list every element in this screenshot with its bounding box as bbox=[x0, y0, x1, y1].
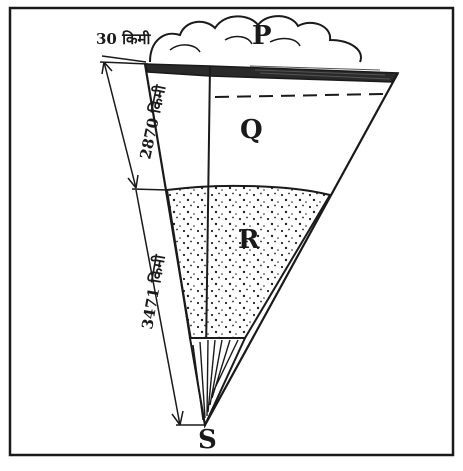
layer-label-r: R bbox=[238, 225, 260, 255]
outer-core-layer bbox=[167, 186, 330, 338]
mantle-dashed-line bbox=[215, 94, 385, 97]
layer-label-s: S bbox=[198, 425, 217, 455]
layer-label-q: Q bbox=[240, 115, 263, 145]
cloud-sketch-inner bbox=[170, 37, 300, 52]
measure-tick-mid bbox=[132, 189, 168, 190]
layer-label-p: P bbox=[252, 21, 272, 51]
outer-core-thickness-label: 3471 किमी bbox=[138, 252, 169, 330]
measure-line-mantle bbox=[104, 62, 136, 188]
measure-tick-top bbox=[100, 62, 148, 64]
mantle-thickness-label: 2870 किमी bbox=[136, 82, 169, 160]
crust-thickness-label: 30 किमी bbox=[96, 30, 151, 48]
measure-line-crust bbox=[102, 56, 146, 62]
